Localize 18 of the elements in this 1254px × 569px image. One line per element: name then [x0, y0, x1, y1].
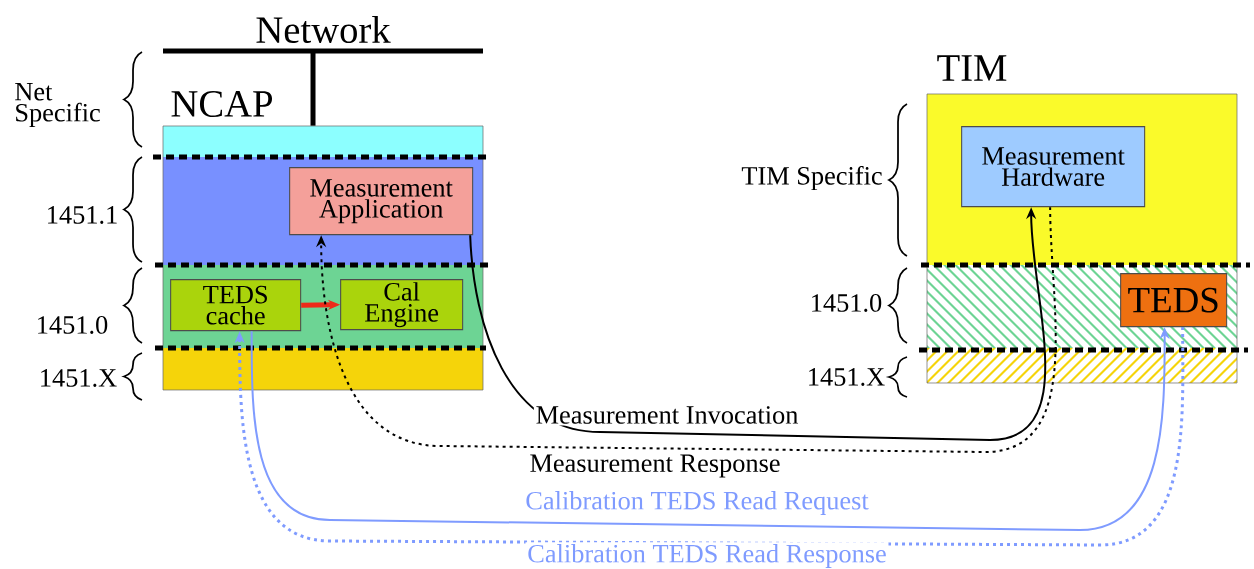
- layer-label: 1451.0: [38, 316, 108, 334]
- network-bus: Network: [163, 15, 483, 54]
- layer-label: 1451.X: [809, 368, 885, 386]
- edge-label: Measurement Invocation: [533, 404, 801, 426]
- component-box: Cal Engine: [340, 279, 464, 331]
- component-box: Measurement Application: [289, 167, 474, 236]
- layer-label: Net Specific: [15, 83, 100, 127]
- edge-label: Measurement Response: [527, 452, 783, 480]
- edge-label: Calibration TEDS Read Request: [523, 489, 871, 517]
- layer-label: 1451.0: [812, 294, 882, 312]
- connector-arrow: [316, 206, 1057, 453]
- component-box: Measurement Hardware: [961, 126, 1146, 208]
- component-box: TEDS: [1120, 273, 1228, 328]
- layer-label: 1451.1: [48, 206, 117, 224]
- edge-label: Calibration TEDS Read Response: [525, 542, 889, 569]
- layer-label: 1451.X: [41, 369, 117, 387]
- layer-label: TIM Specific: [741, 165, 882, 191]
- component-box: TEDS cache: [170, 279, 302, 332]
